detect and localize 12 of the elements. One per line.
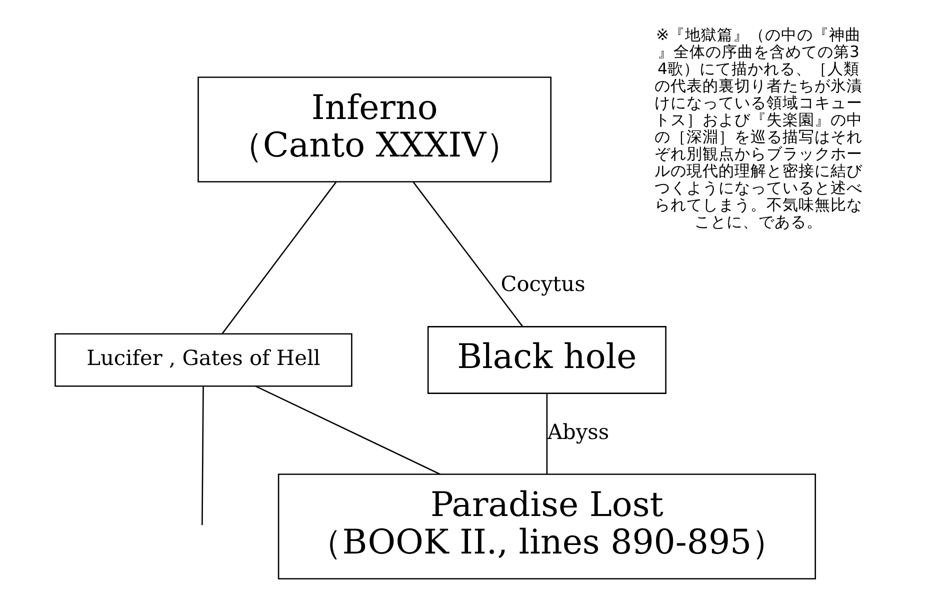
label: ※『地獄篇』（の中の『神曲』全体の序曲を含めての第34歌）にて描かれる、［人類の代表的裏切り者たちが氷漬けになっている領域コキュートス］および『失楽園』の中の［深淵］を巡る描写はそれぞれ別観点からブラックホールの現代的理解と密接に結びつくようになっていると述べられてしまう。不気味無比なことに、である。: [654, 25, 863, 231]
node-box: Paradise Lost （BOOK II., lines 890-895）: [278, 474, 816, 580]
node-box: Inferno （Canto XXXIV）: [198, 76, 552, 182]
edge-label: Abyss: [547, 420, 610, 444]
connector: [412, 182, 524, 328]
edge-label: Cocytus: [500, 272, 586, 296]
connector: [255, 386, 440, 475]
connector: [202, 386, 204, 526]
node-box: Black hole: [427, 326, 666, 394]
connector: [222, 182, 337, 334]
connector: [546, 394, 548, 474]
node-box: Lucifer , Gates of Hell: [54, 333, 352, 387]
